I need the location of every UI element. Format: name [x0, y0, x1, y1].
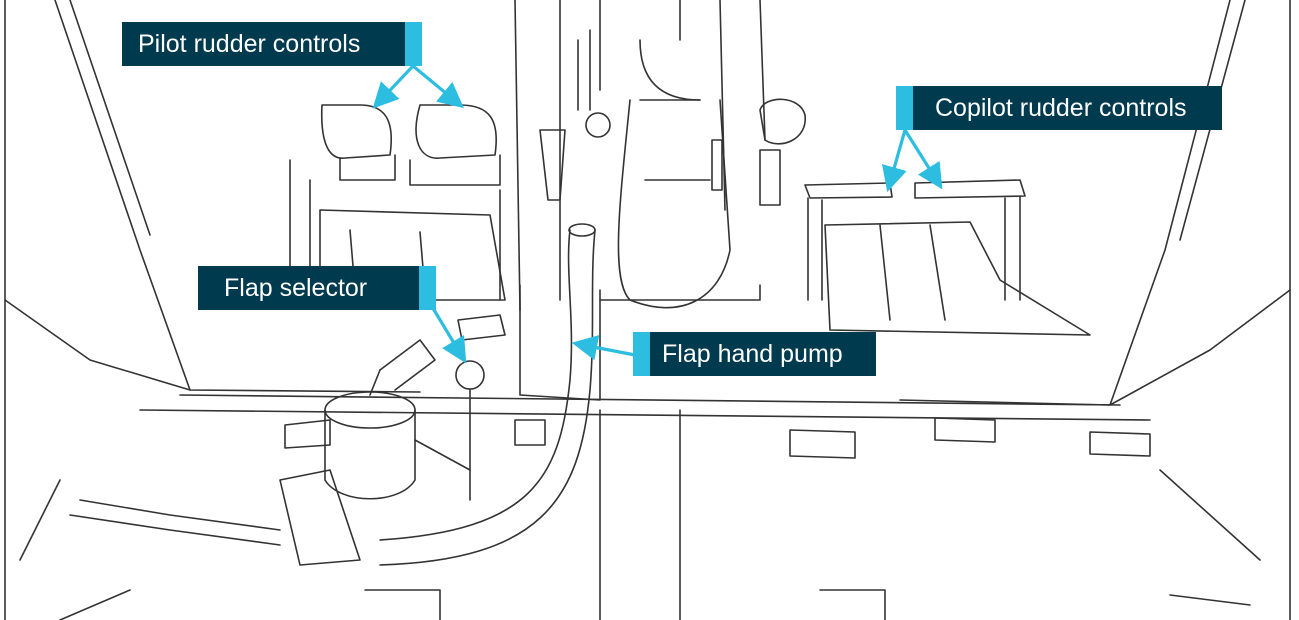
flap-hand-pump-text: Flap hand pump	[662, 339, 843, 368]
leader-arrows	[372, 64, 943, 364]
label-accent-tab	[419, 266, 436, 310]
pilot-rudder-controls-label: Pilot rudder controls	[122, 22, 422, 66]
line-art	[4, 0, 1291, 620]
flap-selector-label: Flap selector	[198, 266, 436, 310]
flap-hand-pump-label: Flap hand pump	[633, 332, 876, 376]
copilot-rudder-controls-text: Copilot rudder controls	[935, 93, 1187, 122]
arrow-copilot-right-pedal	[903, 128, 943, 190]
arrow-pilot-right-pedal	[411, 64, 464, 109]
pilot-rudder-controls-text: Pilot rudder controls	[138, 29, 361, 58]
arrow-copilot-left-pedal	[881, 128, 907, 193]
arrow-flap-hand-pump	[571, 335, 637, 361]
label-accent-tab	[896, 86, 913, 130]
label-accent-tab	[405, 22, 422, 66]
copilot-rudder-controls-label: Copilot rudder controls	[896, 86, 1222, 130]
arrow-pilot-left-pedal	[372, 64, 415, 109]
flap-selector-text: Flap selector	[224, 273, 368, 302]
label-accent-tab	[633, 332, 650, 376]
